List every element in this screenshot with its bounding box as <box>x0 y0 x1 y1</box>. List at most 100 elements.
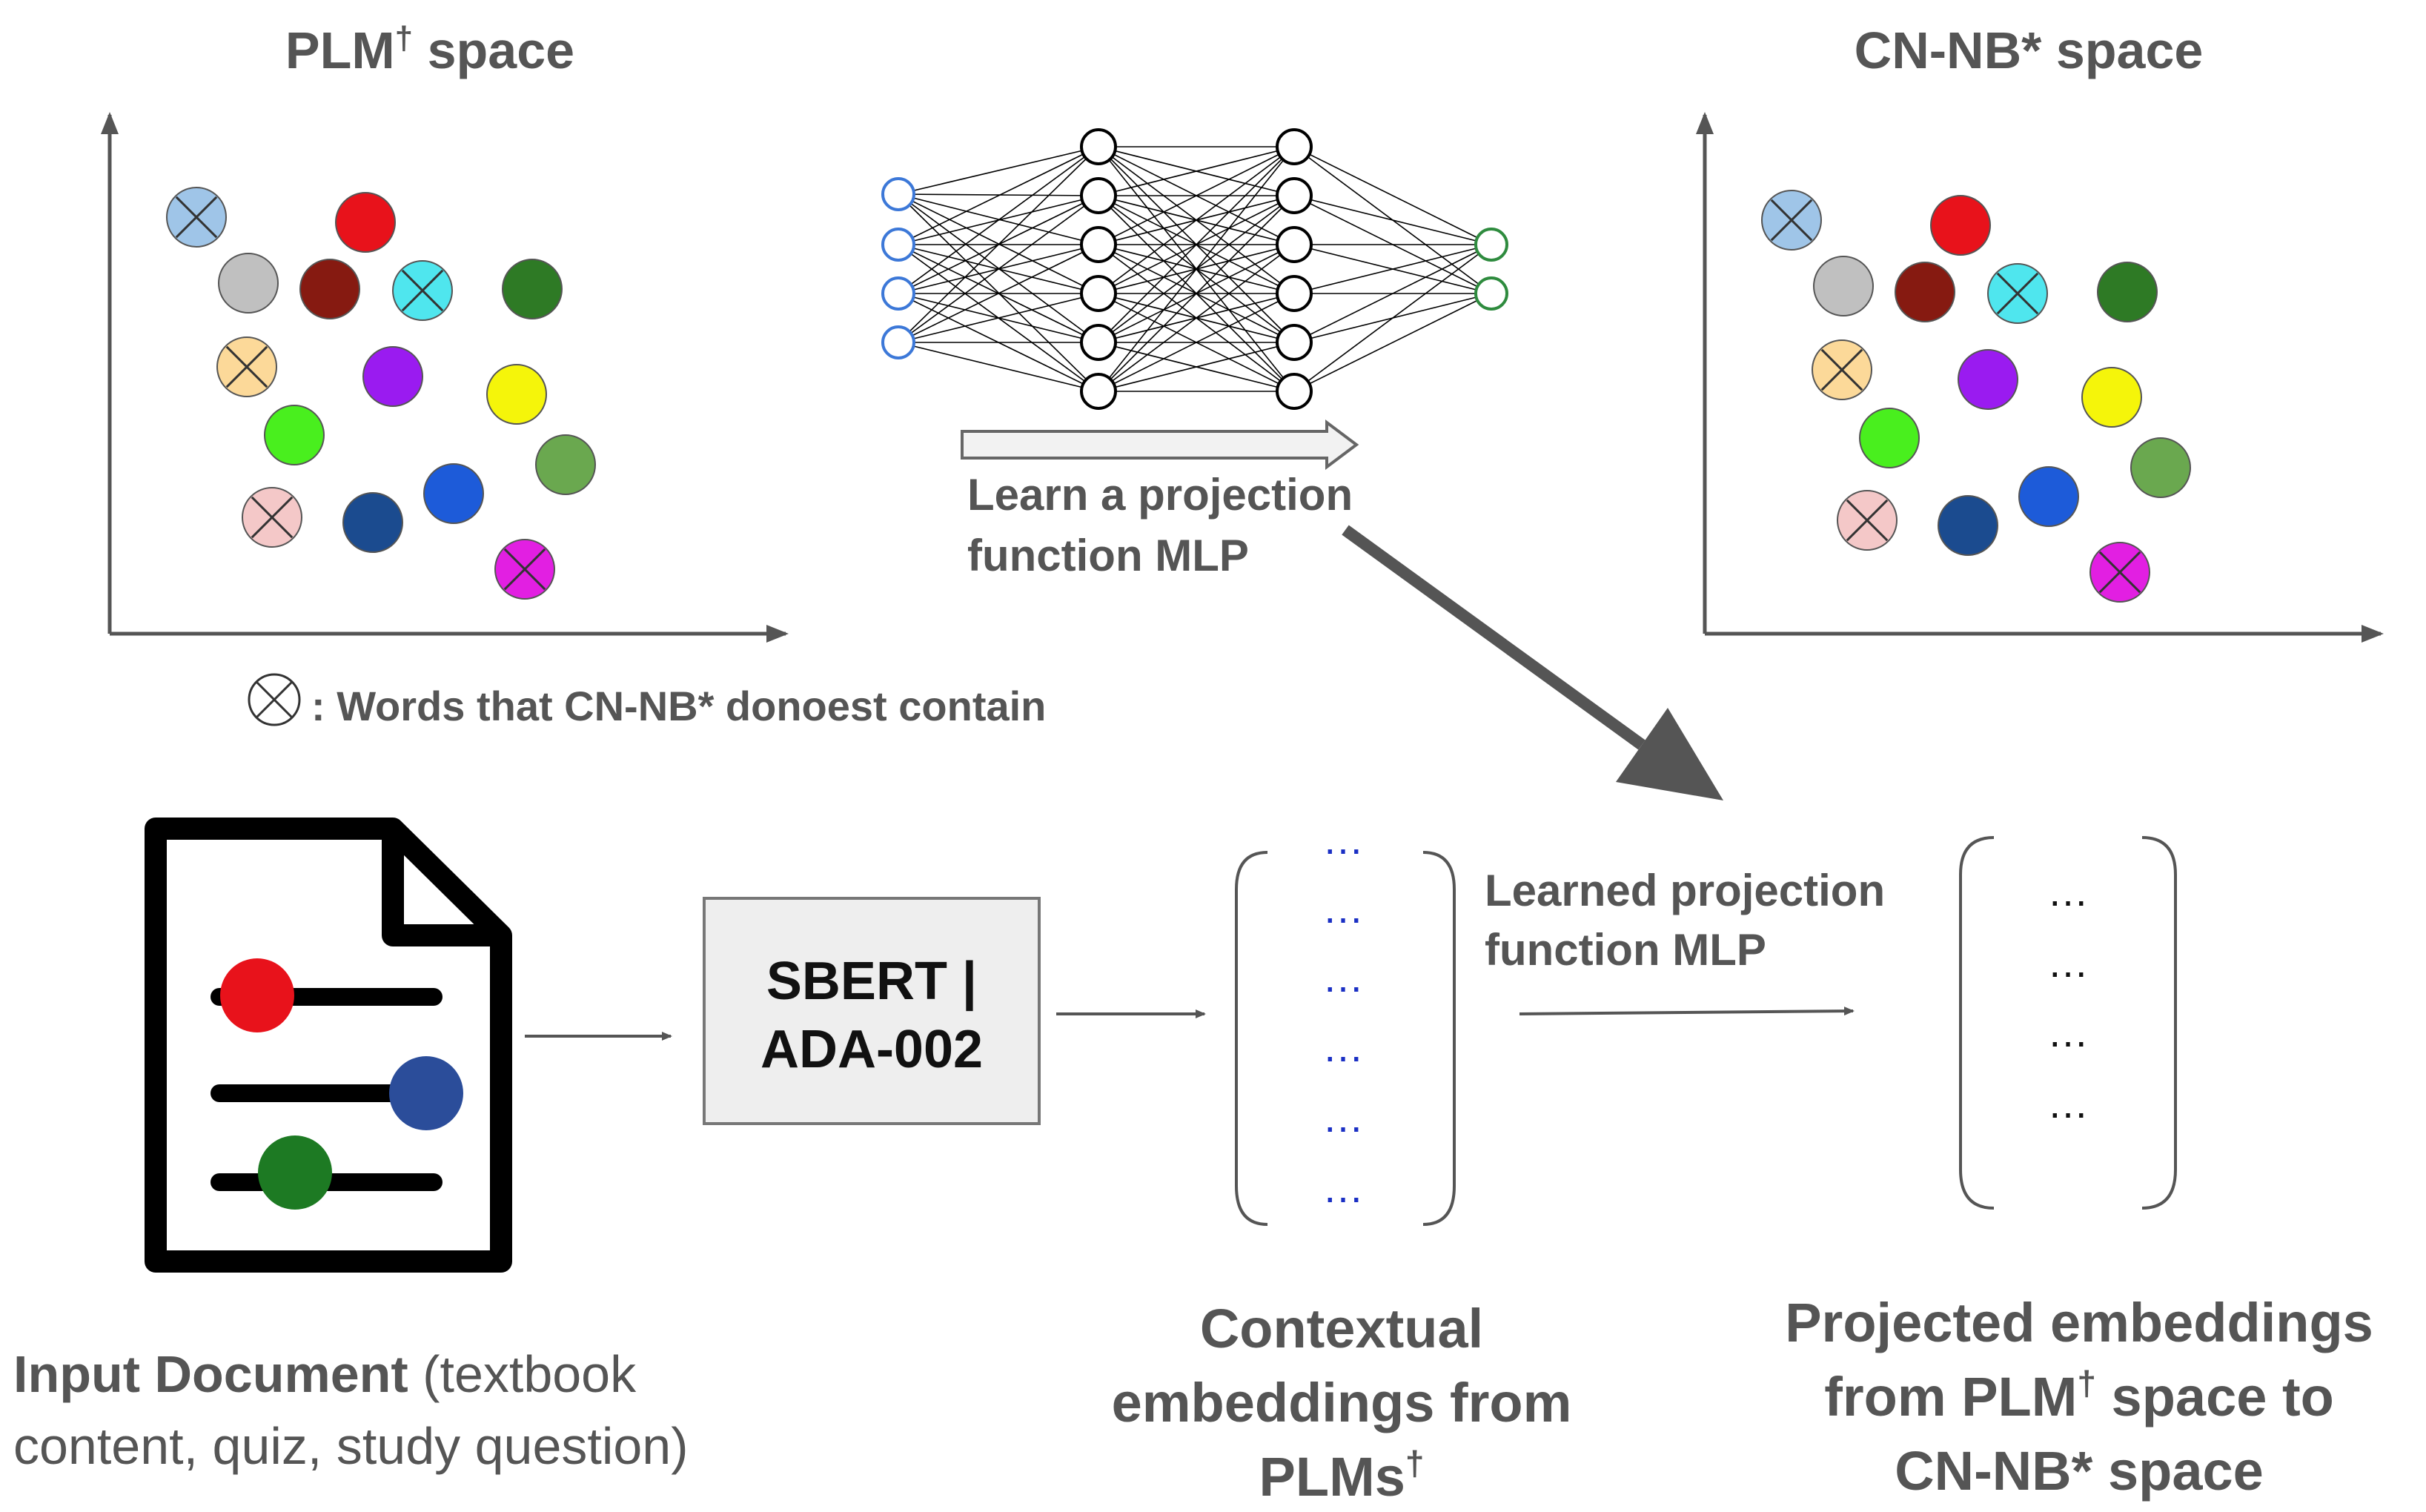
contextual-caption-line3: PLMs† <box>1259 1444 1425 1508</box>
learned-caption-line2: function MLP <box>1485 925 1766 975</box>
mlp-edge <box>1098 146 1295 392</box>
mlp-edge <box>1293 195 1492 245</box>
word-dot <box>2130 437 2191 498</box>
crossed-word-dot <box>216 336 277 397</box>
word-dot <box>299 259 360 319</box>
mlp-edge <box>1098 244 1295 392</box>
contextual-vector-entries: ……………… <box>1322 816 1364 1211</box>
mlp-edge <box>898 146 1099 195</box>
mlp-input-node <box>881 325 915 359</box>
plm-space-panel: PLM† space <box>101 20 789 643</box>
vector-entry: … <box>1322 1094 1364 1141</box>
vector-entry: … <box>1322 954 1364 1001</box>
mlp-hidden-node <box>1276 128 1313 165</box>
vector-entry: … <box>2047 939 2089 986</box>
mlp-edge <box>1098 293 1295 392</box>
word-dot <box>1895 262 1955 322</box>
crossed-word-dot <box>1837 490 1898 551</box>
mlp-hidden-node <box>1080 373 1117 410</box>
vector-entry: … <box>1322 1164 1364 1211</box>
mlp-input-node <box>881 177 915 211</box>
word-dot <box>486 364 547 425</box>
crossed-word-dot <box>1812 339 1872 400</box>
doc-blue-slider-knob <box>389 1056 463 1130</box>
mlp-edge <box>1098 146 1295 343</box>
crossed-word-dot <box>494 539 555 600</box>
word-dot <box>1813 256 1874 316</box>
mlp-edge <box>898 195 1099 343</box>
vector-to-projected-arrow <box>1519 1007 1855 1016</box>
mlp-hidden-node <box>1080 324 1117 361</box>
mlp-edge <box>1098 146 1295 196</box>
projection-hollow-arrow <box>961 420 1359 470</box>
encoder-label-line1: SBERT | <box>766 952 977 1011</box>
mlp-hidden-node <box>1276 226 1313 263</box>
mlp-hidden-node <box>1276 324 1313 361</box>
mlp-edge <box>1098 146 1295 294</box>
vector-entry: … <box>2047 1009 2089 1055</box>
word-dot <box>335 192 396 253</box>
plm-space-title: PLM† space <box>285 20 574 79</box>
input-document-caption-line1: Input Document (textbook <box>13 1345 637 1403</box>
crossed-word-dot <box>1761 190 1822 251</box>
mlp-edge <box>1098 195 1295 392</box>
mlp-edge <box>898 293 1099 343</box>
word-dot <box>1930 195 1991 256</box>
mlp-connections <box>898 146 1492 392</box>
contextual-caption-line1: Contextual <box>1200 1298 1483 1359</box>
mlp-nodes <box>881 128 1508 410</box>
mlp-edge <box>898 193 1099 343</box>
crossed-word-dot <box>2089 542 2150 603</box>
mlp-edge <box>898 342 1099 392</box>
crossed-word-dot <box>242 487 302 548</box>
mlp-edge <box>1293 293 1492 392</box>
mlp-edge <box>898 193 1099 392</box>
legend-text: : Words that CN-NB* donoest contain <box>311 683 1046 729</box>
projected-embedding-vector: ………… <box>1959 836 2177 1210</box>
mlp-hidden-node <box>1276 275 1313 312</box>
legend: : Words that CN-NB* donoest contain <box>248 673 1046 729</box>
mlp-edge <box>898 146 1099 343</box>
mlp-hidden-node <box>1080 128 1117 165</box>
mlp-edge <box>898 193 1099 196</box>
word-dot <box>218 253 279 314</box>
vector-entry: … <box>2047 1080 2089 1127</box>
crossed-circle-icon <box>248 673 301 726</box>
mlp-network <box>881 128 1508 410</box>
word-dot <box>2081 367 2142 428</box>
crossed-word-dot <box>392 260 453 321</box>
plm-word-dots <box>166 187 596 600</box>
projected-caption-line3: CN-NB* space <box>1895 1440 2264 1502</box>
crossed-word-dot <box>1987 263 2048 324</box>
mlp-hidden-node <box>1080 177 1117 214</box>
projected-caption-line2: from PLM† space to <box>1824 1364 2334 1428</box>
mlp-edge <box>898 244 1099 343</box>
learned-caption-line1: Learned projection <box>1485 866 1885 915</box>
mlp-output-node <box>1474 276 1508 311</box>
projected-vector-entries: ………… <box>2047 868 2089 1127</box>
mlp-input-node <box>881 228 915 262</box>
mlp-caption-line2: function MLP <box>967 531 1249 580</box>
word-dot <box>2018 466 2079 527</box>
word-dot <box>1859 408 1920 468</box>
vector-entry: … <box>1322 1024 1364 1070</box>
word-dot <box>535 434 596 495</box>
word-dot <box>502 259 563 319</box>
input-document-icon <box>145 818 512 1273</box>
diagonal-projection-arrow <box>1342 525 1723 800</box>
encoder-label-line2: ADA-002 <box>760 1020 983 1079</box>
mlp-input-node <box>881 276 915 311</box>
mlp-hidden-node <box>1080 275 1117 312</box>
mlp-edge <box>1293 244 1492 343</box>
mlp-edge <box>1293 244 1492 392</box>
mlp-edge <box>898 193 1099 245</box>
word-dot <box>264 405 325 465</box>
word-dot <box>423 463 484 524</box>
mlp-edge <box>898 146 1099 245</box>
projected-caption-line1: Projected embeddings <box>1785 1292 2373 1353</box>
mlp-edge <box>1098 342 1295 392</box>
contextual-caption-line2: embeddings from <box>1112 1372 1572 1433</box>
crossed-word-dot <box>166 187 227 248</box>
